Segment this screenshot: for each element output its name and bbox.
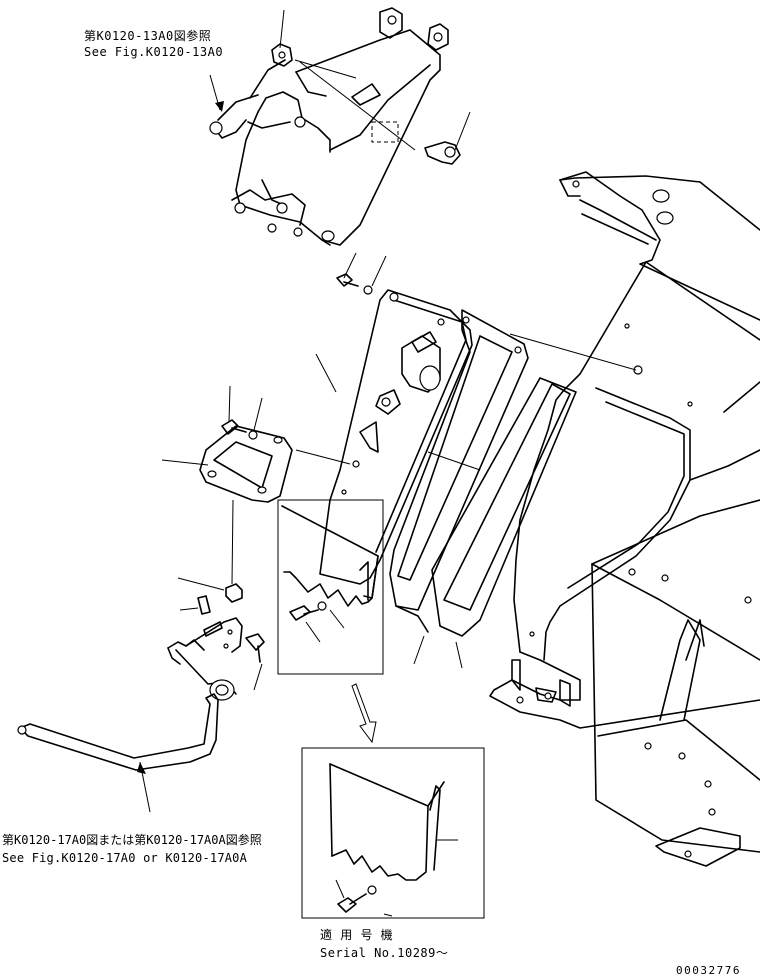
pin-clip: [179, 595, 211, 615]
detail-frame-upper: [277, 499, 384, 675]
serial-number-label: Serial No.10289～: [320, 946, 449, 960]
detail-frame-lower: [301, 747, 485, 919]
bolt-small: [245, 633, 265, 691]
main-panel: [315, 289, 481, 585]
gasket-front: [389, 309, 529, 665]
lower-reference-jp: 第K0120-17A0図または第K0120-17A0A図参照: [2, 833, 262, 847]
bolt-upper: [424, 141, 461, 165]
frame-body: [489, 171, 760, 867]
upper-reference-en: See Fig.K0120-13A0: [84, 45, 224, 59]
gasket-rear: [431, 377, 577, 669]
bolt-washer-mid: [336, 252, 387, 295]
applicable-label: 適 用 号 機: [320, 928, 394, 942]
bushing: [177, 577, 243, 603]
pedal-rod: [17, 693, 219, 813]
upper-reference-jp: 第K0120-13A0図参照: [84, 29, 212, 43]
leader-lines-upper: [209, 9, 471, 151]
lower-reference-en: See Fig.K0120-17A0 or K0120-17A0A: [2, 851, 248, 865]
pedal-bracket: [167, 617, 243, 701]
pedal-guide: [161, 425, 351, 585]
nut: [271, 43, 293, 67]
drawing-number: 00032776: [676, 964, 741, 977]
detail-arrow: [351, 683, 377, 744]
pedal-bracket-assembly: [209, 7, 449, 246]
